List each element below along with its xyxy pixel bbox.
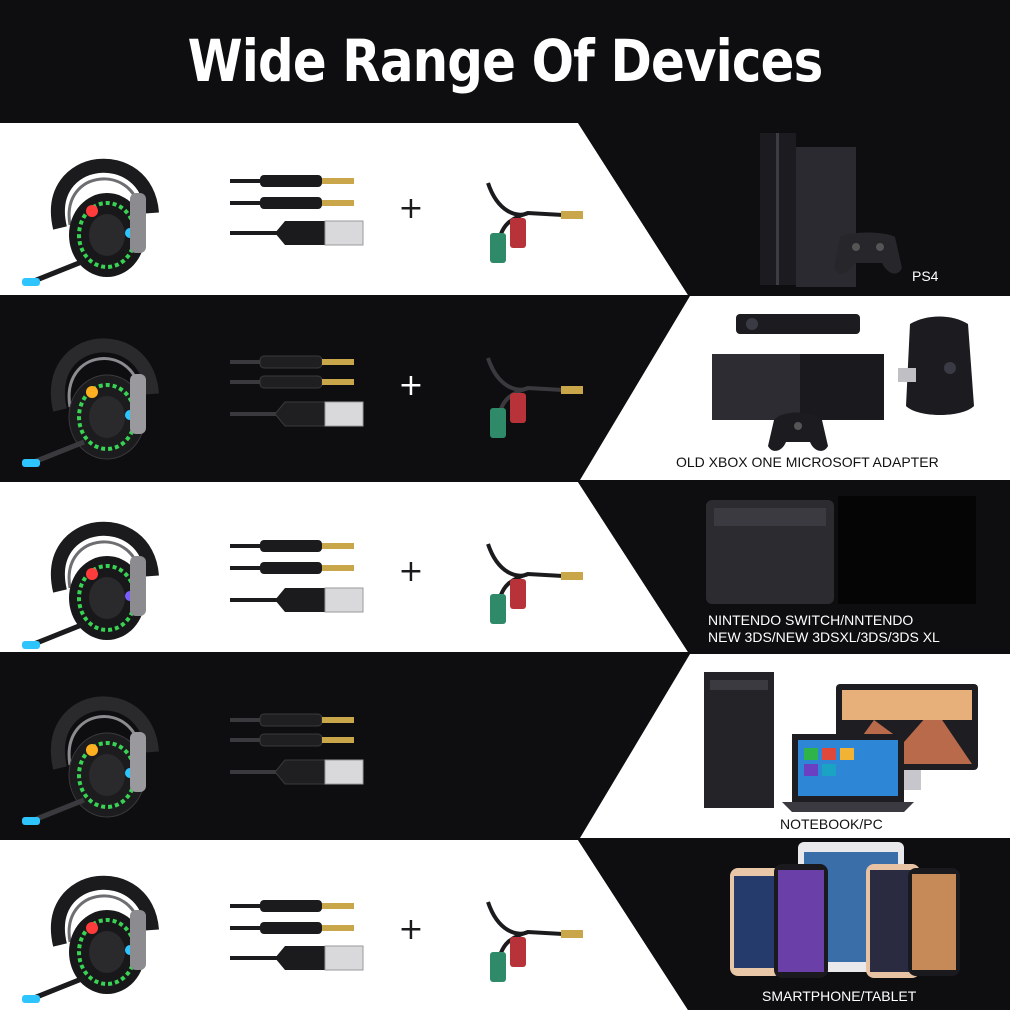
device-row-smartphone: + SMARTPHONE/TABLET [0, 840, 1010, 1010]
nintendo-switch-icon [706, 496, 976, 604]
cables-icon [230, 900, 364, 971]
cables-icon [230, 355, 364, 427]
device-row-nintendo: + NINTENDO SWITCH/NNTENDO NEW 3DS/NEW 3D… [0, 482, 1010, 652]
headset-icon [22, 338, 159, 467]
cables-icon [230, 540, 364, 613]
headset-icon [22, 696, 159, 825]
smartphone-tablet-icon [730, 842, 960, 978]
device-label-nintendo-line-1: NINTENDO SWITCH/NNTENDO [708, 612, 914, 628]
computer-notebook-icon [704, 672, 978, 812]
plus-sign: + [398, 912, 424, 947]
device-row-xbox: + OLD XBOX ONE MICROSOFT ADAPTER [0, 296, 1010, 480]
row-background [0, 296, 1010, 480]
headset-icon [22, 521, 159, 649]
device-label-ps4: PS4 [912, 268, 939, 284]
plus-sign: + [398, 191, 424, 226]
page-title: Wide Range Of Devices [187, 27, 824, 95]
adapter-icon [486, 543, 583, 624]
device-label-xbox: OLD XBOX ONE MICROSOFT ADAPTER [676, 454, 939, 470]
headset-icon [22, 158, 159, 286]
cables-icon [230, 175, 364, 246]
device-row-ps4: + PS4 [0, 123, 1010, 295]
adapter-icon [486, 901, 583, 982]
cables-icon [230, 713, 364, 785]
plus-sign: + [398, 368, 424, 403]
xbox-console-icon [712, 314, 974, 451]
device-label-smartphone: SMARTPHONE/TABLET [762, 988, 917, 1004]
adapter-icon [486, 182, 583, 263]
device-label-nintendo-line-2: NEW 3DS/NEW 3DSXL/3DS/3DS XL [708, 629, 940, 645]
device-label-pc: NOTEBOOK/PC [780, 816, 883, 832]
ps4-console-icon [760, 133, 902, 287]
device-row-pc: NOTEBOOK/PC [0, 654, 1010, 838]
headset-icon [22, 875, 159, 1003]
plus-sign: + [398, 554, 424, 589]
adapter-icon [486, 357, 583, 438]
